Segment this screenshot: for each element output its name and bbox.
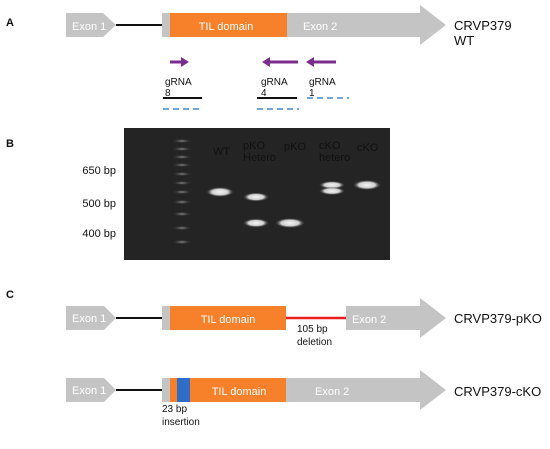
pko-exon1-label: Exon 1 <box>72 313 106 325</box>
cko-exon1-label: Exon 1 <box>72 385 106 397</box>
pko-exon2-label: Exon 2 <box>352 314 386 326</box>
panel-c-diagram: Exon 1 TIL domain Exon 2 Exon 1 TIL doma… <box>66 298 446 410</box>
pko-til-domain-box <box>170 306 286 330</box>
construct-label-wt: CRVP379 WT <box>454 18 512 48</box>
lane-label-wt: WT <box>213 146 231 158</box>
construct-label-cko: CRVP379-cKO <box>454 384 542 399</box>
panel-label-b: B <box>6 138 14 150</box>
size-label-400: 400 bp <box>82 228 116 240</box>
gel-image <box>124 128 390 260</box>
panel-label-c: C <box>6 289 14 301</box>
grna8-arrow <box>170 57 189 67</box>
ladder-lane <box>172 138 192 245</box>
cko-insertion-box <box>177 378 190 402</box>
exon1-arrow <box>66 13 116 37</box>
panel-label-a: A <box>6 17 14 29</box>
band-cko <box>353 180 381 190</box>
band-cko-hetero-lower <box>319 187 345 195</box>
exon1-label: Exon 1 <box>72 21 106 33</box>
size-label-500: 500 bp <box>82 198 116 210</box>
cko-til-domain-label: TIL domain <box>212 386 267 398</box>
panel-a-diagram: Exon 1 TIL domain Exon 2 <box>66 5 446 110</box>
band-cko-hetero-upper <box>319 181 345 189</box>
grna1-arrow <box>306 57 336 67</box>
pko-exon2-arrow <box>346 298 446 338</box>
cko-exon1-arrow <box>66 378 116 402</box>
band-pko <box>275 218 305 228</box>
grna1-label: gRNA 1 <box>309 77 336 99</box>
lane-label-pko-hetero: pKO Hetero <box>243 140 277 164</box>
band-pko-hetero-lower <box>243 218 269 228</box>
til-domain-label: TIL domain <box>199 21 254 33</box>
pko-exon1-arrow <box>66 306 116 330</box>
insertion-note: 23 bp insertion <box>162 404 200 428</box>
grna4-arrow <box>262 57 298 67</box>
lane-label-cko-hetero: cKO hetero <box>319 140 351 164</box>
grna8-label: gRNA 8 <box>165 77 192 99</box>
band-wt <box>206 187 234 197</box>
pko-construct: Exon 1 TIL domain Exon 2 <box>66 298 446 338</box>
size-label-650: 650 bp <box>82 165 116 177</box>
cko-exon2-label: Exon 2 <box>315 386 349 398</box>
deletion-note: 105 bp deletion <box>297 324 333 348</box>
construct-label-pko: CRVP379-pKO <box>454 311 542 326</box>
lane-label-pko: pKO <box>284 141 307 153</box>
til-domain-box <box>170 13 287 37</box>
lane-label-cko: cKO <box>357 142 379 154</box>
grna4-label: gRNA 4 <box>261 77 288 99</box>
pko-til-domain-label: TIL domain <box>201 314 256 326</box>
band-pko-hetero-upper <box>243 192 269 202</box>
cko-construct: Exon 1 TIL domain Exon 2 <box>66 370 446 410</box>
exon2-label: Exon 2 <box>303 21 337 33</box>
